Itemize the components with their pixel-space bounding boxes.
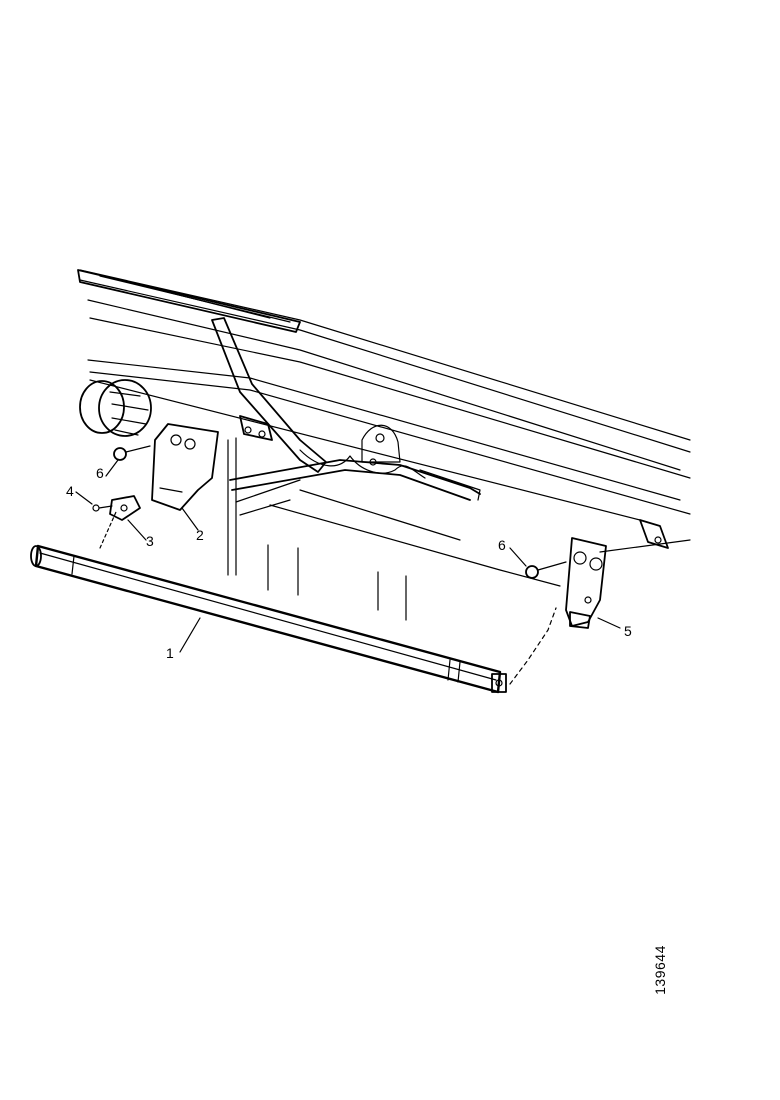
left-bolt bbox=[113, 445, 151, 461]
right-frame-clip bbox=[599, 519, 691, 553]
left-screw bbox=[92, 504, 113, 512]
callout-5: 5 bbox=[624, 623, 632, 639]
callout-6-left: 6 bbox=[96, 465, 104, 481]
wiper-motor-cylinder bbox=[79, 379, 152, 437]
leader-lines bbox=[75, 459, 621, 653]
left-mounting-bracket bbox=[151, 423, 219, 511]
right-attach-line bbox=[509, 607, 557, 685]
callout-2: 2 bbox=[196, 527, 204, 543]
left-frame-clip bbox=[239, 415, 273, 441]
wiper-linkage bbox=[229, 424, 481, 501]
drawing-id-label: 139644 bbox=[630, 935, 690, 1005]
left-clamp-block bbox=[109, 495, 141, 521]
right-mounting-bracket bbox=[565, 537, 607, 629]
drawing-id-text: 139644 bbox=[652, 945, 668, 995]
frame-posts bbox=[227, 437, 561, 621]
callout-3: 3 bbox=[146, 533, 154, 549]
wiper-blade bbox=[77, 269, 301, 333]
callout-6-right: 6 bbox=[498, 537, 506, 553]
crossbar-tube bbox=[30, 511, 507, 694]
right-bolt bbox=[525, 561, 567, 579]
callout-labels: 1 2 3 4 5 6 6 bbox=[66, 465, 632, 661]
callout-1: 1 bbox=[166, 645, 174, 661]
callout-4: 4 bbox=[66, 483, 74, 499]
windshield-frame bbox=[79, 269, 691, 521]
